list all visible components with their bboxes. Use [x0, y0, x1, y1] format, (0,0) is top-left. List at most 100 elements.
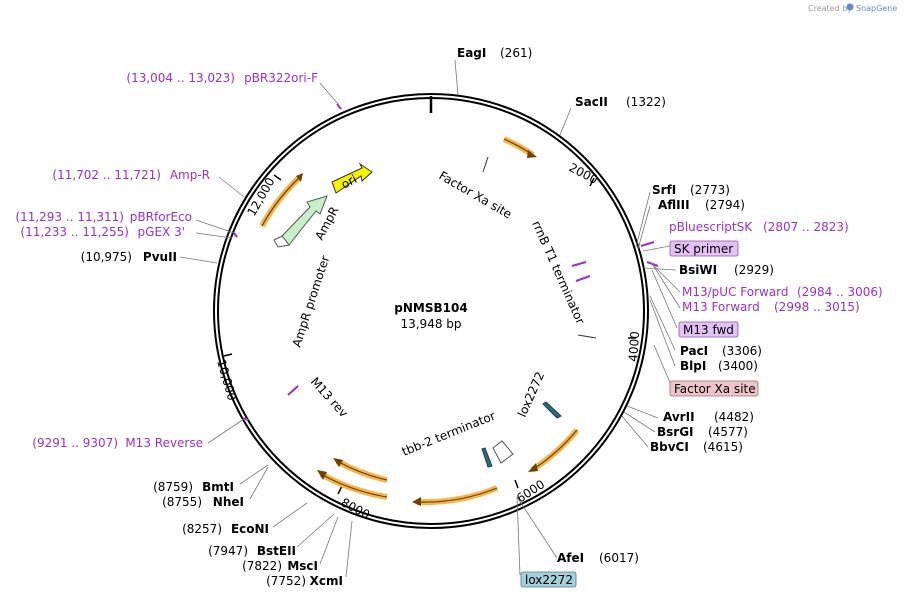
arrow-head — [333, 458, 343, 467]
enzyme-nhei-pos: (8755) — [162, 495, 202, 509]
snapgene-logo-icon — [846, 3, 854, 11]
enzyme-bbvci-name: BbvCI — [650, 440, 689, 454]
arrow-head — [296, 173, 303, 182]
ampr-promoter-arrow — [273, 235, 290, 248]
feature-label-lox2272: lox2272 — [515, 370, 547, 420]
enzyme-pvuii-pos: (10,975) — [81, 250, 132, 264]
sk-primer-label: SK primer — [674, 242, 733, 256]
enzyme-bsteii-name: BstEII — [257, 544, 296, 558]
enzyme-afliii-pos: (2794) — [705, 198, 745, 212]
enzyme-afei-pos: (6017) — [599, 551, 639, 565]
leader-line — [637, 205, 651, 250]
enzyme-bsteii-pos: (7947) — [208, 544, 248, 558]
plasmid-size: 13,948 bp — [400, 317, 461, 331]
leader-line — [516, 496, 521, 576]
credit-brand: SnapGene — [856, 4, 897, 13]
enzyme-bsiwi-name: BsiWI — [679, 263, 717, 277]
primer-pbluescript-name: pBluescriptSK — [669, 220, 753, 234]
primer-marks — [233, 103, 659, 421]
plasmid-name: pNMSB104 — [394, 301, 467, 315]
m13-fwd-label: M13 fwd — [683, 323, 734, 337]
primer-mark — [571, 261, 587, 267]
enzyme-econi-pos: (8257) — [182, 522, 222, 536]
leader-line — [621, 415, 649, 448]
leader-line — [642, 245, 671, 252]
leader-line — [249, 466, 269, 500]
primer-m13fwd-range: (2998 .. 3015) — [774, 300, 860, 314]
leader-line — [652, 264, 681, 309]
primer-ampr-range: (11,702 .. 11,721) — [52, 168, 161, 182]
ori-arrow — [331, 162, 373, 194]
enzyme-xcmi-pos: (7752) — [266, 574, 306, 588]
feature-label-m13rev: M13 rev — [308, 375, 351, 420]
primer-mark — [243, 417, 249, 421]
leader-line — [179, 256, 218, 264]
lox2272-box-label: lox2272 — [525, 573, 573, 587]
lox2272-glyph-b — [481, 447, 493, 468]
feature-arc-line — [261, 176, 301, 227]
leader-line — [651, 269, 678, 329]
primer-m13puc-range: (2984 .. 3006) — [797, 285, 883, 299]
leader-line — [649, 295, 676, 351]
enzyme-afei-name: AfeI — [557, 551, 584, 565]
enzyme-nhei-name: NheI — [213, 495, 244, 509]
arrow-head — [528, 463, 538, 472]
leader-line — [345, 520, 353, 578]
m13-fwd-box — [678, 321, 739, 338]
primer-mark — [287, 385, 299, 396]
primer-pgex3-name: pGEX 3' — [138, 225, 185, 239]
enzyme-avrii-pos: (4482) — [714, 410, 754, 424]
enzyme-bmti-pos: (8759) — [153, 480, 193, 494]
leader-line — [516, 496, 558, 559]
leader-line — [649, 299, 676, 367]
leader-line — [635, 191, 651, 248]
enzyme-bsrgi-name: BsrGI — [657, 425, 694, 439]
enzyme-xcmi-name: XcmI — [310, 574, 343, 588]
leader-line — [272, 502, 308, 528]
leader-line — [454, 59, 459, 96]
primer-pbrforeco-name: pBRforEco — [130, 210, 192, 224]
primer-ampr-name: Amp-R — [170, 168, 210, 182]
inner-features — [273, 156, 597, 468]
leader-line — [626, 405, 659, 419]
primer-m13rev-name: M13 Reverse — [125, 436, 203, 450]
enzyme-econi-name: EcoNI — [231, 522, 269, 536]
leader-lines — [179, 59, 681, 578]
feature-label-factor-xa: Factor Xa site — [437, 168, 515, 221]
enzyme-blpi-pos: (3400) — [718, 359, 758, 373]
leader-line — [207, 418, 245, 444]
lox2272-box — [520, 571, 577, 588]
tick-mark — [223, 353, 233, 357]
primer-mark — [640, 241, 655, 247]
rrnb-tick — [577, 334, 597, 339]
enzyme-srfi-pos: (2773) — [690, 183, 730, 197]
primer-pbr322ori-name: pBR322ori-F — [244, 71, 318, 85]
enzyme-sacii-pos: (1322) — [626, 95, 666, 109]
primer-pbr322ori-range: (13,004 .. 13,023) — [126, 71, 235, 85]
leader-line — [218, 176, 245, 198]
feature-label-rrnb: rrnB T1 terminator — [529, 219, 587, 327]
primer-m13rev-range: (9291 .. 9307) — [32, 436, 118, 450]
enzyme-sacii-name: SacII — [575, 95, 608, 109]
leader-line — [642, 267, 677, 271]
feature-arc — [530, 428, 580, 473]
leader-line — [653, 344, 672, 386]
arrow-head — [412, 497, 421, 506]
sk-primer-box — [669, 240, 739, 257]
tick-label-4000: 4000 — [626, 331, 642, 362]
lox2272-glyph-a — [542, 401, 562, 419]
leader-line — [319, 82, 339, 105]
factor-xa-box — [669, 380, 759, 397]
scale-ticks: 2000 4000 6000 8000 10,000 12,000 — [214, 160, 642, 522]
leader-line — [650, 262, 681, 293]
primer-pbrforeco-range: (11,293 .. 11,311) — [15, 210, 124, 224]
enzyme-srfi-name: SrfI — [652, 183, 676, 197]
tick-mark — [273, 174, 282, 181]
factor-xa-box-label: Factor Xa site — [674, 382, 756, 396]
enzyme-afliii-name: AflIII — [658, 198, 690, 212]
leader-line — [239, 464, 269, 485]
leader-line — [623, 411, 656, 433]
tick-label-2000: 2000 — [567, 160, 601, 187]
enzyme-pvuii-name: PvuII — [143, 250, 177, 264]
